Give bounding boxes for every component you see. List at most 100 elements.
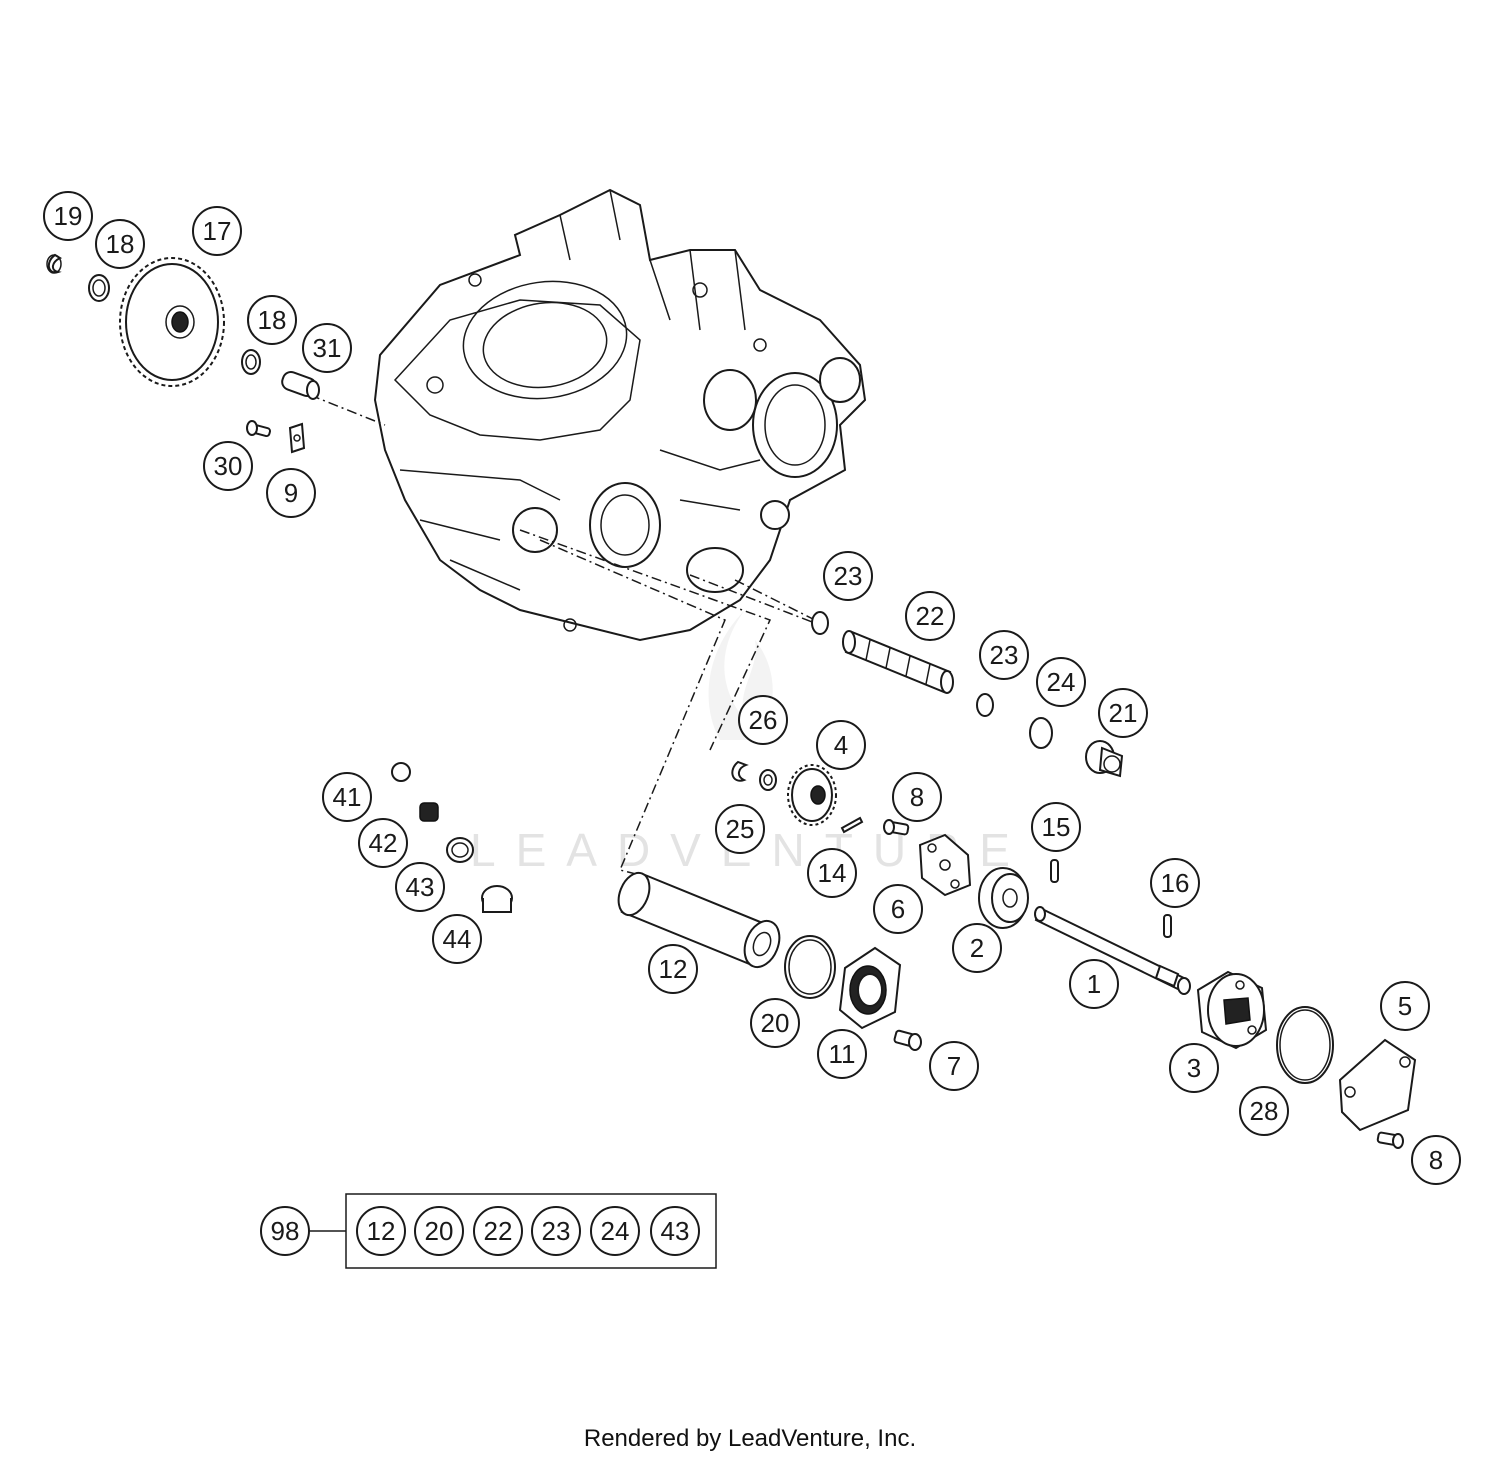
callout-43: 43 <box>395 862 445 912</box>
kit-item: 22 <box>473 1206 523 1256</box>
part-23-o-ring <box>811 611 829 635</box>
part-9-lock-plate <box>288 422 306 454</box>
kit-box <box>345 1193 717 1269</box>
svg-text:17: 17 <box>203 216 232 246</box>
callout-30: 30 <box>203 441 253 491</box>
part-4-gear <box>787 764 837 826</box>
svg-text:8: 8 <box>1429 1145 1443 1175</box>
part-21-plug <box>1085 740 1124 778</box>
callout-19: 19 <box>43 191 93 241</box>
svg-text:24: 24 <box>1047 667 1076 697</box>
part-18-washer-2 <box>241 349 261 375</box>
callout-42: 42 <box>358 818 408 868</box>
callout-23: 23 <box>823 551 873 601</box>
callout-8-second: 8 <box>1411 1135 1461 1185</box>
svg-text:6: 6 <box>891 894 905 924</box>
svg-text:12: 12 <box>367 1216 396 1246</box>
engine-crankcase <box>373 188 867 642</box>
callout-20: 20 <box>750 998 800 1048</box>
callout-28: 28 <box>1239 1086 1289 1136</box>
svg-text:12: 12 <box>659 954 688 984</box>
kit-label: 98 <box>271 1216 300 1246</box>
part-16-pin <box>1163 914 1172 938</box>
kit-group-98: 98 12 20 22 23 24 <box>260 1193 717 1269</box>
part-30-bolt <box>246 420 271 438</box>
callout-3: 3 <box>1169 1043 1219 1093</box>
part-20-o-ring <box>784 935 836 999</box>
callout-8: 8 <box>892 772 942 822</box>
part-14-pin <box>840 816 864 834</box>
part-22-oil-screen <box>842 630 954 694</box>
svg-text:20: 20 <box>425 1216 454 1246</box>
part-42-spring <box>419 802 439 822</box>
svg-text:9: 9 <box>284 478 298 508</box>
svg-text:43: 43 <box>661 1216 690 1246</box>
svg-text:18: 18 <box>106 229 135 259</box>
callout-2: 2 <box>952 923 1002 973</box>
svg-text:21: 21 <box>1109 698 1138 728</box>
callout-5: 5 <box>1380 981 1430 1031</box>
part-8-bolt-2 <box>1376 1131 1404 1149</box>
part-12-oil-filter <box>617 871 781 969</box>
callout-14: 14 <box>807 848 857 898</box>
callout-24: 24 <box>1036 657 1086 707</box>
callout-23-second: 23 <box>979 630 1029 680</box>
kit-item: 24 <box>590 1206 640 1256</box>
svg-text:23: 23 <box>834 561 863 591</box>
part-28-o-ring <box>1276 1006 1334 1084</box>
part-7-bolt <box>893 1029 922 1051</box>
svg-text:22: 22 <box>484 1216 513 1246</box>
part-18-washer <box>88 274 110 302</box>
svg-text:5: 5 <box>1398 991 1412 1021</box>
svg-text:15: 15 <box>1042 812 1071 842</box>
svg-text:19: 19 <box>54 201 83 231</box>
callout-31: 31 <box>302 323 352 373</box>
callout-11: 11 <box>817 1029 867 1079</box>
part-26-circlip <box>731 760 749 782</box>
svg-text:30: 30 <box>214 451 243 481</box>
svg-text:43: 43 <box>406 872 435 902</box>
part-44-plug <box>481 885 513 913</box>
part-8-bolt <box>883 819 910 836</box>
svg-text:11: 11 <box>829 1039 856 1069</box>
part-2-rotor <box>978 867 1029 929</box>
callout-1: 1 <box>1069 959 1119 1009</box>
kit-item: 23 <box>531 1206 581 1256</box>
svg-text:1: 1 <box>1087 969 1101 999</box>
part-19-circlip <box>46 253 63 274</box>
svg-text:25: 25 <box>726 814 755 844</box>
callout-21: 21 <box>1098 688 1148 738</box>
callout-12: 12 <box>648 944 698 994</box>
svg-text:41: 41 <box>333 782 362 812</box>
svg-text:44: 44 <box>443 924 472 954</box>
svg-text:4: 4 <box>834 730 848 760</box>
svg-text:7: 7 <box>947 1051 961 1081</box>
part-6-cover-plate <box>918 833 972 897</box>
part-1-shaft <box>1034 906 1191 995</box>
part-31-pin <box>281 370 320 400</box>
svg-text:26: 26 <box>749 705 778 735</box>
part-15-pin <box>1050 859 1059 883</box>
part-25-washer <box>759 769 777 791</box>
callout-18-second: 18 <box>247 295 297 345</box>
svg-text:3: 3 <box>1187 1053 1201 1083</box>
callout-9: 9 <box>266 468 316 518</box>
part-11-filter-cover <box>838 946 902 1030</box>
svg-text:20: 20 <box>761 1008 790 1038</box>
callout-22: 22 <box>905 591 955 641</box>
svg-text:28: 28 <box>1250 1096 1279 1126</box>
kit-item: 12 <box>356 1206 406 1256</box>
part-23-o-ring-2 <box>976 693 994 717</box>
credit-text: Rendered by LeadVenture, Inc. <box>583 1425 917 1452</box>
kit-item: 20 <box>414 1206 464 1256</box>
part-3-pump-housing <box>1196 970 1268 1050</box>
part-41-ball <box>391 762 411 782</box>
callout-17: 17 <box>192 206 242 256</box>
part-24-seal-ring <box>1029 717 1053 749</box>
callout-7: 7 <box>929 1041 979 1091</box>
part-5-gasket <box>1338 1038 1417 1132</box>
callout-6: 6 <box>873 884 923 934</box>
callout-25: 25 <box>715 804 765 854</box>
svg-text:16: 16 <box>1161 868 1190 898</box>
